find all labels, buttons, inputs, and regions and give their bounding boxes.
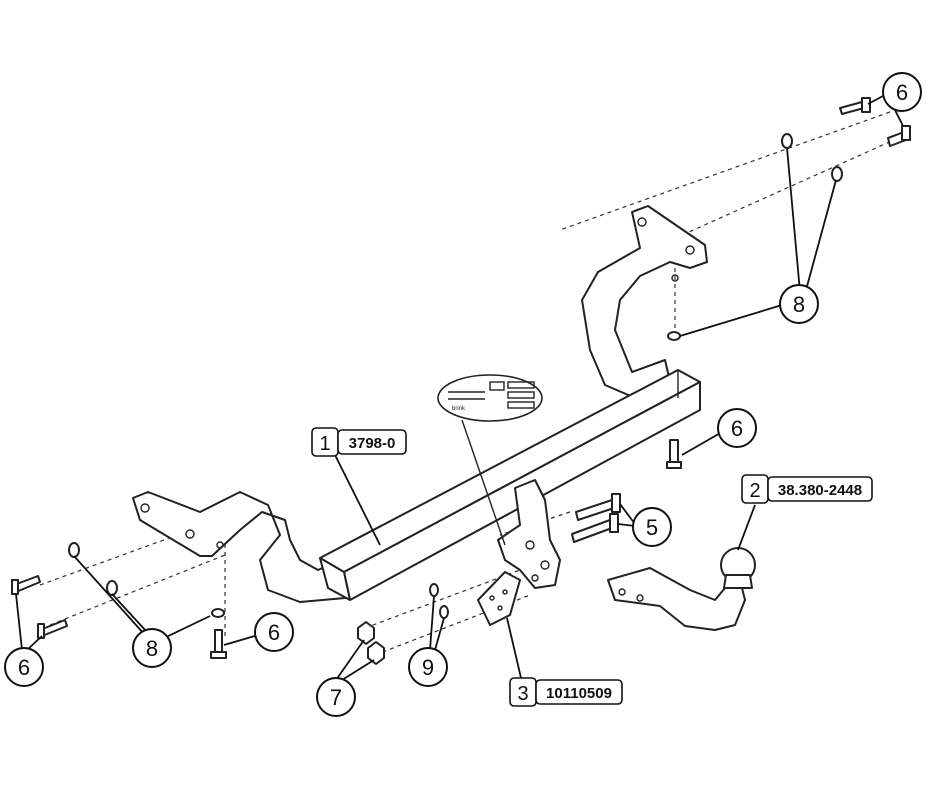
right-mounting-bracket xyxy=(581,205,708,401)
svg-text:8: 8 xyxy=(793,292,805,317)
part-number: 2 xyxy=(749,480,760,502)
svg-text:8: 8 xyxy=(146,636,158,661)
callout-6-left: 6 xyxy=(4,647,44,687)
svg-text:6: 6 xyxy=(731,416,743,441)
part-number: 1 xyxy=(319,433,330,455)
callout-7: 7 xyxy=(316,677,356,717)
part-code: 38.380-2448 xyxy=(778,482,862,499)
callout-5: 5 xyxy=(632,507,672,547)
plate-brand: brink xyxy=(452,406,466,412)
svg-text:9: 9 xyxy=(422,655,434,680)
part-code: 3798-0 xyxy=(349,435,396,452)
part-number: 3 xyxy=(517,683,528,705)
callout-8-right: 8 xyxy=(779,284,819,324)
part-label-2: 2 38.380-2448 xyxy=(741,474,873,504)
identification-plate: brink xyxy=(437,374,543,546)
svg-text:5: 5 xyxy=(646,515,658,540)
callout-6-top: 6 xyxy=(882,72,922,112)
part-code: 10110509 xyxy=(546,685,612,702)
left-mounting-bracket xyxy=(132,491,361,603)
callout-9: 9 xyxy=(408,647,448,687)
svg-text:6: 6 xyxy=(18,655,30,680)
hitch-mounting-plate xyxy=(497,479,561,589)
svg-text:7: 7 xyxy=(330,685,342,710)
svg-text:6: 6 xyxy=(268,620,280,645)
svg-text:6: 6 xyxy=(896,80,908,105)
callout-6-bottom: 6 xyxy=(254,612,294,652)
ball-coupling xyxy=(607,547,756,631)
leader-lines xyxy=(15,95,904,681)
callout-8-left: 8 xyxy=(132,628,172,668)
callout-6-right: 6 xyxy=(717,408,757,448)
part-label-1: 1 3798-0 xyxy=(311,427,407,457)
part-label-3: 3 10110509 xyxy=(509,677,623,707)
fasteners xyxy=(11,97,911,665)
socket-plate xyxy=(477,571,521,626)
